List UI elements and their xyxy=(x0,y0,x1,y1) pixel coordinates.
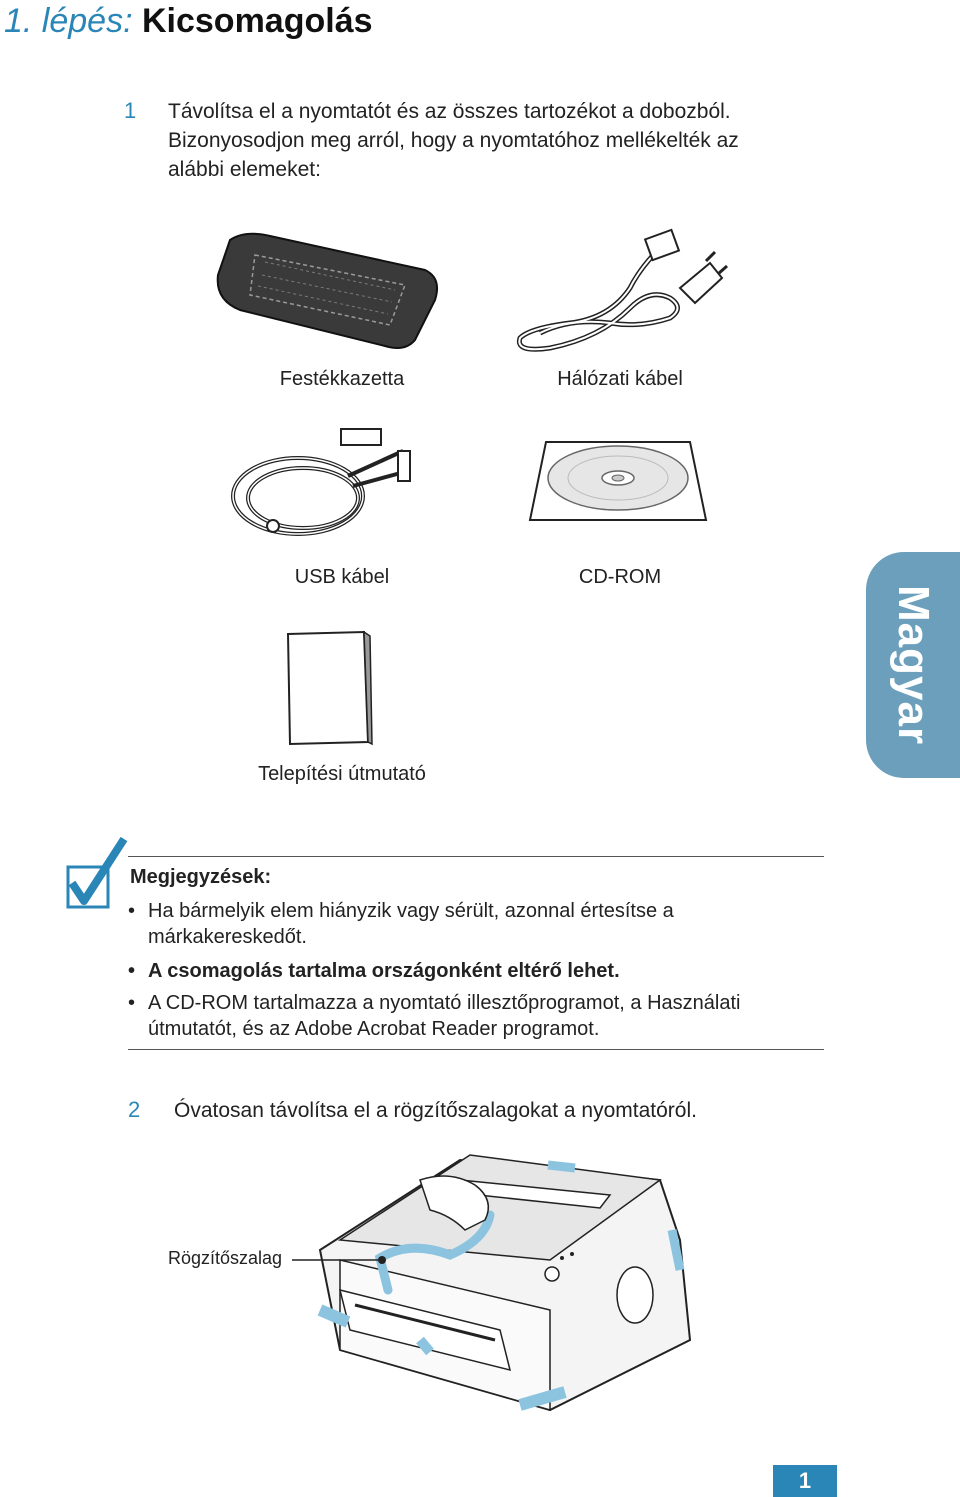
usb-cable-caption: USB kábel xyxy=(294,566,390,588)
toner-cartridge-illustration xyxy=(216,232,438,349)
language-tab: Magyar xyxy=(866,552,960,778)
language-tab-label: Magyar xyxy=(889,584,938,746)
note-line: márkakereskedőt. xyxy=(148,926,307,948)
page-number-box: 1 xyxy=(773,1465,837,1497)
note-item: • A csomagolás tartalma országonként elt… xyxy=(128,958,818,984)
note-item: • A CD-ROM tartalmazza a nyomtató illesz… xyxy=(128,990,818,1042)
tape-label: Rögzítőszalag xyxy=(168,1248,283,1268)
page-title: 1. lépés: Kicsomagolás xyxy=(4,2,373,41)
cdrom-illustration xyxy=(528,441,708,521)
step-2-number: 2 xyxy=(128,1097,141,1122)
checkmark-icon xyxy=(66,836,128,909)
note-bullet: • xyxy=(128,992,136,1014)
step-1-line: Bizonyosodjon meg arról, hogy a nyomtató… xyxy=(168,129,739,152)
printer-illustration xyxy=(317,1154,692,1412)
notes-title: Megjegyzések: xyxy=(130,866,272,888)
note-bullet: • xyxy=(128,900,136,922)
note-bullet: • xyxy=(128,960,136,982)
step-1-text: Távolítsa el a nyomtatót és az összes ta… xyxy=(168,97,828,184)
step-title: Kicsomagolás xyxy=(141,2,373,40)
usb-cable-illustration xyxy=(231,428,411,536)
page-number: 1 xyxy=(798,1468,812,1493)
cdrom-caption: CD-ROM xyxy=(578,566,662,588)
step-2-text: Óvatosan távolítsa el a rögzítőszalagoka… xyxy=(174,1099,697,1122)
note-line: Ha bármelyik elem hiányzik vagy sérült, … xyxy=(148,900,674,922)
notes-bottom-divider xyxy=(128,1049,824,1050)
power-cable-illustration xyxy=(516,228,728,352)
note-line: A csomagolás tartalma országonként eltér… xyxy=(148,960,620,982)
step-1-line: alábbi elemeket: xyxy=(168,158,321,181)
notes-top-divider xyxy=(128,856,824,857)
step-prefix: 1. lépés: xyxy=(4,2,133,40)
tape-pointer-line xyxy=(292,1256,386,1264)
note-item: • Ha bármelyik elem hiányzik vagy sérült… xyxy=(128,898,818,950)
guide-book-illustration xyxy=(286,630,373,746)
power-cable-caption: Hálózati kábel xyxy=(557,368,683,390)
note-line: A CD-ROM tartalmazza a nyomtató illesztő… xyxy=(148,992,741,1014)
step-1-line: Távolítsa el a nyomtatót és az összes ta… xyxy=(168,100,731,123)
step-1-number: 1 xyxy=(124,98,137,123)
guide-caption: Telepítési útmutató xyxy=(258,763,426,785)
note-line: útmutatót, és az Adobe Acrobat Reader pr… xyxy=(148,1018,600,1040)
toner-caption: Festékkazetta xyxy=(279,368,405,390)
